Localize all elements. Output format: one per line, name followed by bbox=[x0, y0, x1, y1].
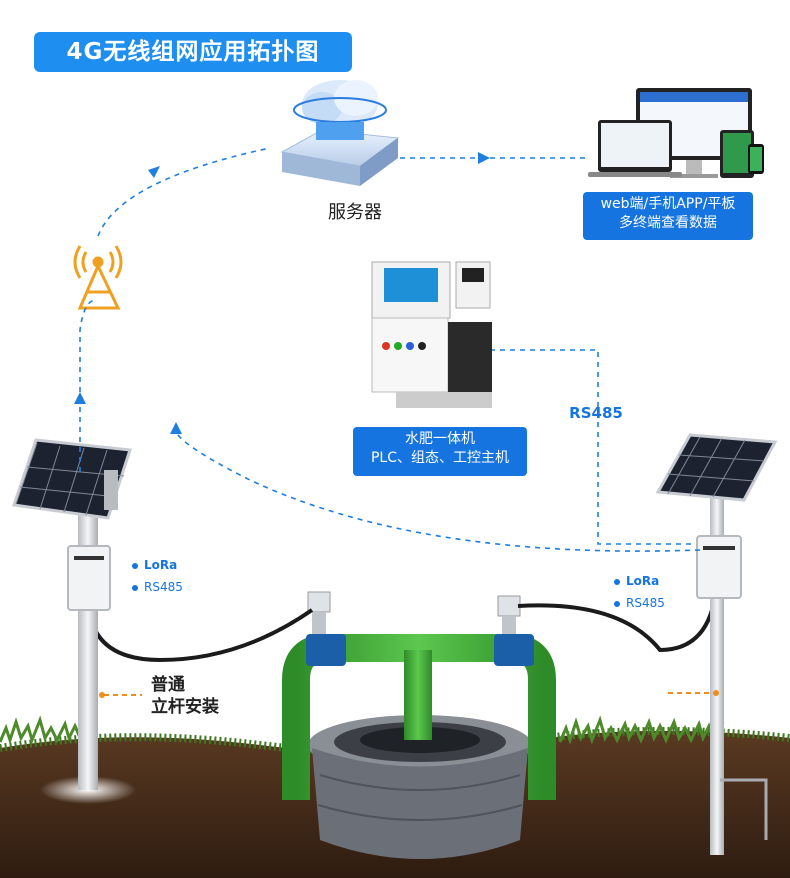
right-station bbox=[655, 433, 778, 855]
mount-line2: 立杆安装 bbox=[151, 697, 219, 717]
integrated-machine-box: 水肥一体机 PLC、组态、工控主机 bbox=[353, 427, 527, 476]
mount-line1: 普通 bbox=[151, 675, 185, 695]
left-lora-label: LoRa bbox=[144, 558, 178, 572]
left-station bbox=[11, 438, 136, 804]
link-arrows bbox=[74, 152, 490, 434]
left-rs485-label: RS485 bbox=[144, 580, 183, 594]
terminals-line1: web端/手机APP/平板 bbox=[600, 196, 736, 212]
flowmeter-left-icon bbox=[306, 634, 346, 666]
server-label: 服务器 bbox=[328, 202, 382, 223]
rs485-link-label: RS485 bbox=[569, 404, 623, 422]
cable-left bbox=[86, 599, 314, 663]
wireless-links bbox=[79, 147, 701, 552]
integrated-machine-line2: PLC、组态、工控主机 bbox=[370, 450, 510, 466]
well-icon bbox=[308, 715, 532, 859]
terminals-line2: 多终端查看数据 bbox=[619, 215, 717, 231]
flowmeter-right-icon bbox=[494, 634, 534, 666]
cloud-server-icon bbox=[280, 80, 400, 186]
mount-label: 普通 立杆安装 bbox=[151, 674, 219, 718]
left-collector-box bbox=[67, 545, 111, 611]
devices-icon bbox=[588, 88, 764, 178]
right-collector-box bbox=[696, 535, 742, 599]
cell-tower-icon bbox=[73, 245, 123, 310]
control-cabinet-icon bbox=[371, 261, 492, 408]
terminals-box: web端/手机APP/平板 多终端查看数据 bbox=[583, 192, 753, 240]
page-title: 4G无线组网应用拓扑图 bbox=[34, 32, 352, 72]
integrated-machine-line1: 水肥一体机 bbox=[405, 431, 475, 447]
solar-panel-left-icon bbox=[11, 438, 132, 520]
cable-right bbox=[517, 603, 714, 653]
right-rs485-label: RS485 bbox=[626, 596, 665, 610]
solar-panel-right-icon bbox=[655, 433, 778, 502]
pipe-network bbox=[282, 591, 556, 800]
right-lora-label: LoRa bbox=[626, 574, 660, 588]
